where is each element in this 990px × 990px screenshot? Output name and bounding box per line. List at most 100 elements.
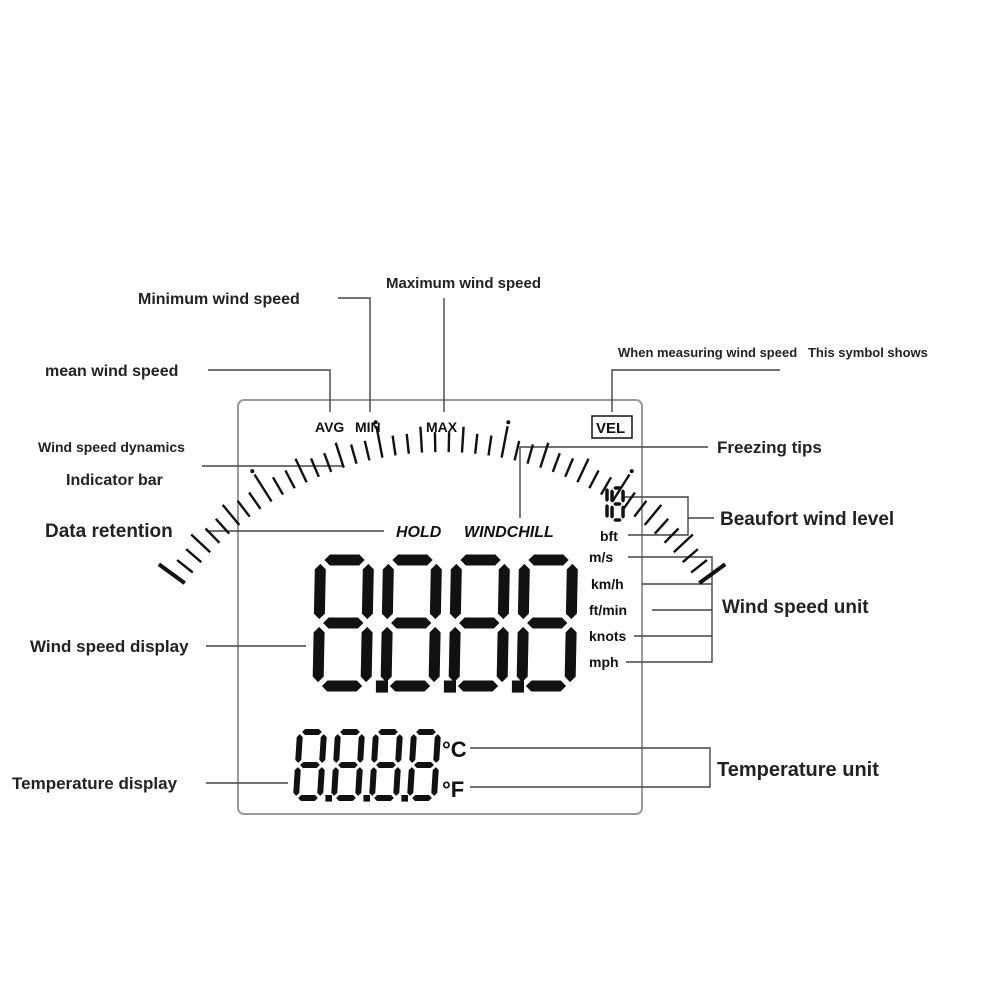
dynamics-tick xyxy=(576,458,590,483)
speed-digit-segment xyxy=(460,554,501,566)
temp-digit-decimal-point xyxy=(325,795,332,802)
wind-speed-digits xyxy=(312,554,578,693)
callout-speed-unit: Wind speed unit xyxy=(722,597,869,618)
dynamics-tick xyxy=(221,504,241,526)
speed-digit-segment xyxy=(517,563,530,620)
beaufort-digit-segment xyxy=(610,505,614,519)
dynamics-tick xyxy=(309,457,320,478)
beaufort-digit-segment xyxy=(613,518,622,522)
temperature-digits xyxy=(293,729,441,802)
dynamics-tick xyxy=(236,500,251,518)
beaufort-digit-segment xyxy=(605,488,609,502)
callout-speed-display: Wind speed display xyxy=(30,637,189,656)
temp-digit-segment xyxy=(331,767,339,796)
temp-digit-segment xyxy=(298,795,318,801)
speed-digit-decimal-point xyxy=(511,680,524,693)
speed-digit-segment xyxy=(381,563,394,620)
temp-digit-segment xyxy=(336,795,356,801)
unit-fahrenheit: °F xyxy=(442,777,464,802)
speed-digit-segment xyxy=(361,563,374,620)
callout-temp-unit: Temperature unit xyxy=(717,759,879,781)
lcd-windchill-label: WINDCHILL xyxy=(464,524,554,541)
temp-digit-segment xyxy=(338,762,358,768)
speed-digit-segment xyxy=(324,554,365,566)
speed-digit-segment xyxy=(323,617,364,629)
speed-digit-segment xyxy=(525,680,567,692)
temp-digit-segment xyxy=(300,762,320,768)
beaufort-digits xyxy=(605,486,625,522)
speed-digit-segment xyxy=(497,563,510,620)
vel-symbol-box xyxy=(591,415,633,439)
dynamics-tick xyxy=(513,440,521,461)
temp-digit-segment xyxy=(319,734,327,763)
temp-digit-segment xyxy=(414,762,434,768)
dynamics-tick xyxy=(653,517,670,535)
speed-digit-segment xyxy=(527,617,568,629)
lcd-max-label: MAX xyxy=(426,419,458,435)
temp-digit-segment xyxy=(317,767,325,796)
dynamics-tick xyxy=(487,435,493,456)
dynamics-tick xyxy=(334,442,345,468)
callout-freezing-tips: Freezing tips xyxy=(717,438,822,457)
callout-mean-speed: mean wind speed xyxy=(45,363,178,380)
callout-vel-note: When measuring wind speed This symbol sh… xyxy=(618,345,928,360)
dynamics-tick xyxy=(391,435,397,456)
beaufort-digit-segment xyxy=(613,486,622,490)
beaufort-digit-segment xyxy=(621,505,625,519)
temp-digit-segment xyxy=(407,767,415,796)
dynamics-tick xyxy=(253,473,273,503)
dynamics-tick xyxy=(204,527,221,544)
speed-digit-segment xyxy=(448,626,461,683)
dynamics-tick xyxy=(698,562,727,585)
temp-digit-segment xyxy=(393,767,401,796)
dynamics-tick xyxy=(663,527,680,544)
speed-digit-segment xyxy=(312,626,325,683)
speed-digit-segment xyxy=(391,617,432,629)
speed-digit-segment xyxy=(389,680,431,692)
speed-digit-segment xyxy=(457,680,499,692)
dynamics-tick xyxy=(599,476,613,496)
temp-digit-segment xyxy=(371,734,379,763)
dynamics-tick xyxy=(500,425,509,458)
unit-kmh: km/h xyxy=(591,576,624,592)
speed-digit-segment xyxy=(321,680,363,692)
speed-digit-segment xyxy=(428,626,441,683)
dynamics-tick xyxy=(526,444,535,465)
dynamics-tick xyxy=(551,452,561,473)
beaufort-digit-segment xyxy=(605,504,609,518)
temp-digit-segment xyxy=(357,734,365,763)
dynamics-tick xyxy=(460,426,465,453)
speed-digit-segment xyxy=(516,626,529,683)
temp-digit-segment xyxy=(333,734,341,763)
dynamics-tick xyxy=(539,442,550,468)
callout-max-speed: Maximum wind speed xyxy=(386,275,541,292)
temp-digit-segment xyxy=(376,762,396,768)
dynamics-tick xyxy=(681,548,699,564)
beaufort-digit-segment xyxy=(613,502,622,506)
unit-celsius: °C xyxy=(442,737,467,762)
dynamics-tick xyxy=(564,457,575,478)
dynamics-tick xyxy=(419,426,424,453)
temp-digit-segment xyxy=(369,767,377,796)
lcd-min-label: MIN xyxy=(355,419,381,435)
speed-digit-decimal-point xyxy=(375,680,388,693)
unit-ftmin: ft/min xyxy=(589,602,627,618)
temp-digit-segment xyxy=(412,795,432,801)
beaufort-digit-segment xyxy=(610,489,614,503)
speed-digit-segment xyxy=(449,563,462,620)
dynamics-tick xyxy=(214,517,231,535)
dynamics-tick xyxy=(294,458,308,483)
dynamics-tick xyxy=(622,491,636,510)
callout-min-speed: Minimum wind speed xyxy=(138,291,300,308)
speed-digit-segment xyxy=(496,626,509,683)
temp-digit-segment xyxy=(374,795,394,801)
callout-temp-display: Temperature display xyxy=(12,774,178,793)
temp-digit-segment xyxy=(378,729,398,735)
beaufort-digit-segment xyxy=(621,489,625,503)
dynamics-tick xyxy=(157,562,186,585)
speed-digit-segment xyxy=(380,626,393,683)
dynamics-tick-dot xyxy=(373,420,378,425)
dynamics-tick xyxy=(323,452,333,473)
temp-digit-segment xyxy=(433,734,441,763)
speed-digit-decimal-point xyxy=(443,680,456,693)
